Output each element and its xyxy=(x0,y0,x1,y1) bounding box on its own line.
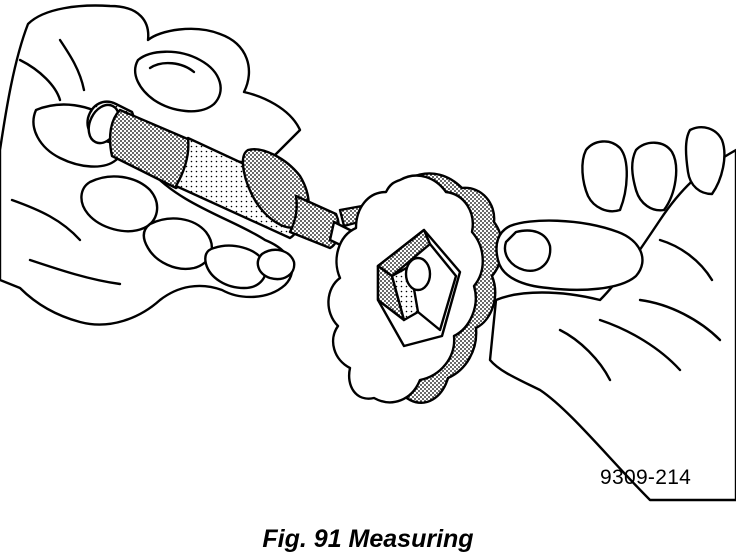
figure-caption: Fig. 91 Measuring xyxy=(262,525,474,553)
measuring-illustration xyxy=(0,4,736,502)
right-hand-icon xyxy=(488,126,736,502)
figure-reference-id: 9309-214 xyxy=(600,466,692,489)
gear-icon xyxy=(327,172,504,404)
